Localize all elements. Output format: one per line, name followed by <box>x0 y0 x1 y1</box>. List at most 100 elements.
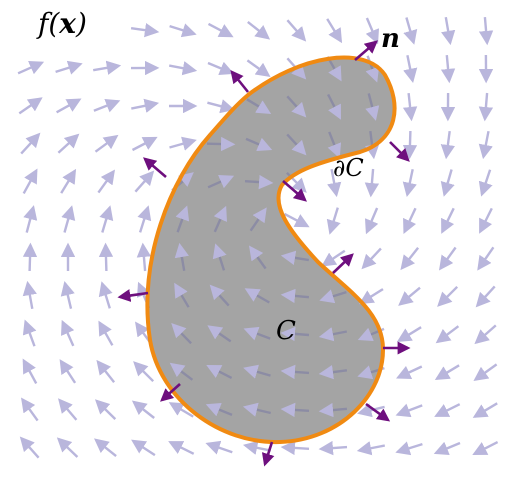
field-arrow <box>22 358 38 384</box>
field-arrow <box>398 286 421 306</box>
field-arrow <box>168 441 195 455</box>
field-arrow <box>474 324 497 345</box>
normal-arrow <box>117 289 149 302</box>
normal-arrow <box>354 40 378 61</box>
field-arrow <box>243 326 271 341</box>
field-arrow <box>96 359 116 383</box>
field-arrow <box>242 440 271 455</box>
field-arrow <box>400 247 420 271</box>
field-arrow <box>365 93 380 121</box>
field-arrow <box>364 168 380 198</box>
field-arrow <box>396 326 422 343</box>
field-arrow <box>326 18 343 44</box>
field-arrow <box>441 207 455 234</box>
normal-arrow <box>160 383 181 402</box>
field-arrow <box>365 17 380 45</box>
field-arrow <box>473 363 498 381</box>
field-arrow <box>207 99 235 114</box>
field-arrow <box>206 136 236 152</box>
field-arrow <box>243 364 271 379</box>
field-arrow <box>213 205 227 233</box>
field-arrow <box>174 282 190 308</box>
field-arrow <box>318 440 348 456</box>
field-arrow <box>22 242 38 272</box>
field-arrow <box>242 402 271 417</box>
field-arrow <box>396 365 423 379</box>
field-arrow <box>17 61 45 75</box>
field-arrow <box>98 281 113 309</box>
normal-arrow <box>143 157 167 178</box>
field-arrow <box>434 403 461 417</box>
field-arrow <box>174 242 189 272</box>
field-arrow <box>206 365 233 379</box>
field-arrow <box>364 207 379 235</box>
field-arrow <box>403 17 418 45</box>
field-arrow <box>395 441 423 456</box>
field-arrow <box>478 16 494 46</box>
field-arrow <box>402 92 418 122</box>
field-arrow <box>207 325 232 343</box>
normal-arrow <box>365 402 391 422</box>
field-arrow <box>169 23 197 38</box>
field-arrow <box>205 402 233 417</box>
normal-label: n <box>381 24 400 54</box>
field-arrow <box>175 205 190 233</box>
field-arrow <box>22 168 38 194</box>
field-arrow <box>130 23 160 38</box>
field-arrow <box>441 16 456 46</box>
field-arrow <box>20 132 41 155</box>
field-arrow <box>280 326 310 342</box>
field-arrow <box>94 438 117 458</box>
field-arrow <box>361 247 382 270</box>
field-arrow <box>23 205 38 233</box>
field-arrow <box>478 169 493 197</box>
field-arrow <box>131 98 160 113</box>
field-arrow <box>356 441 386 456</box>
normal-arrow <box>389 141 410 162</box>
field-arrow <box>134 170 155 193</box>
field-arrow <box>249 207 267 232</box>
region-c <box>147 57 395 443</box>
field-arrow <box>318 327 348 342</box>
boundary-label: ∂C <box>333 154 364 182</box>
field-arrow <box>94 134 119 153</box>
field-arrow <box>22 319 37 347</box>
field-arrow <box>472 441 499 455</box>
field-arrow <box>478 130 493 160</box>
field-arrow <box>434 364 460 380</box>
field-arrow <box>358 288 384 305</box>
field-arrow <box>247 20 271 40</box>
field-arrow <box>212 243 227 271</box>
field-arrow <box>136 242 152 272</box>
field-arrow <box>435 325 460 344</box>
field-arrow <box>97 169 115 194</box>
field-arrow <box>437 285 459 307</box>
field-arrow <box>55 60 83 75</box>
normal-arrow <box>282 180 307 202</box>
field-arrow <box>92 60 122 75</box>
field-arrow <box>19 436 40 459</box>
field-arrow <box>93 98 121 113</box>
field-arrow <box>440 169 455 197</box>
field-arrow <box>61 319 75 347</box>
normal-arrow <box>261 441 275 467</box>
field-arrow <box>286 133 307 156</box>
field-arrow <box>244 174 274 190</box>
field-arrow <box>246 59 271 77</box>
field-arrow <box>137 205 152 233</box>
field-arrow <box>56 437 79 458</box>
field-arrow <box>21 397 39 422</box>
field-arrow <box>168 61 198 76</box>
field-arrow <box>327 93 341 120</box>
field-arrow <box>246 98 272 114</box>
region-label: C <box>276 316 296 346</box>
normal-arrow <box>332 253 354 274</box>
field-arrow <box>249 245 267 270</box>
field-arrow <box>477 246 495 271</box>
field-arrow <box>280 440 310 456</box>
field-arrow <box>280 288 310 304</box>
field-arrow <box>403 207 417 234</box>
field-arrow <box>209 284 230 307</box>
field-arrow <box>280 364 310 380</box>
field-arrow <box>472 402 498 418</box>
